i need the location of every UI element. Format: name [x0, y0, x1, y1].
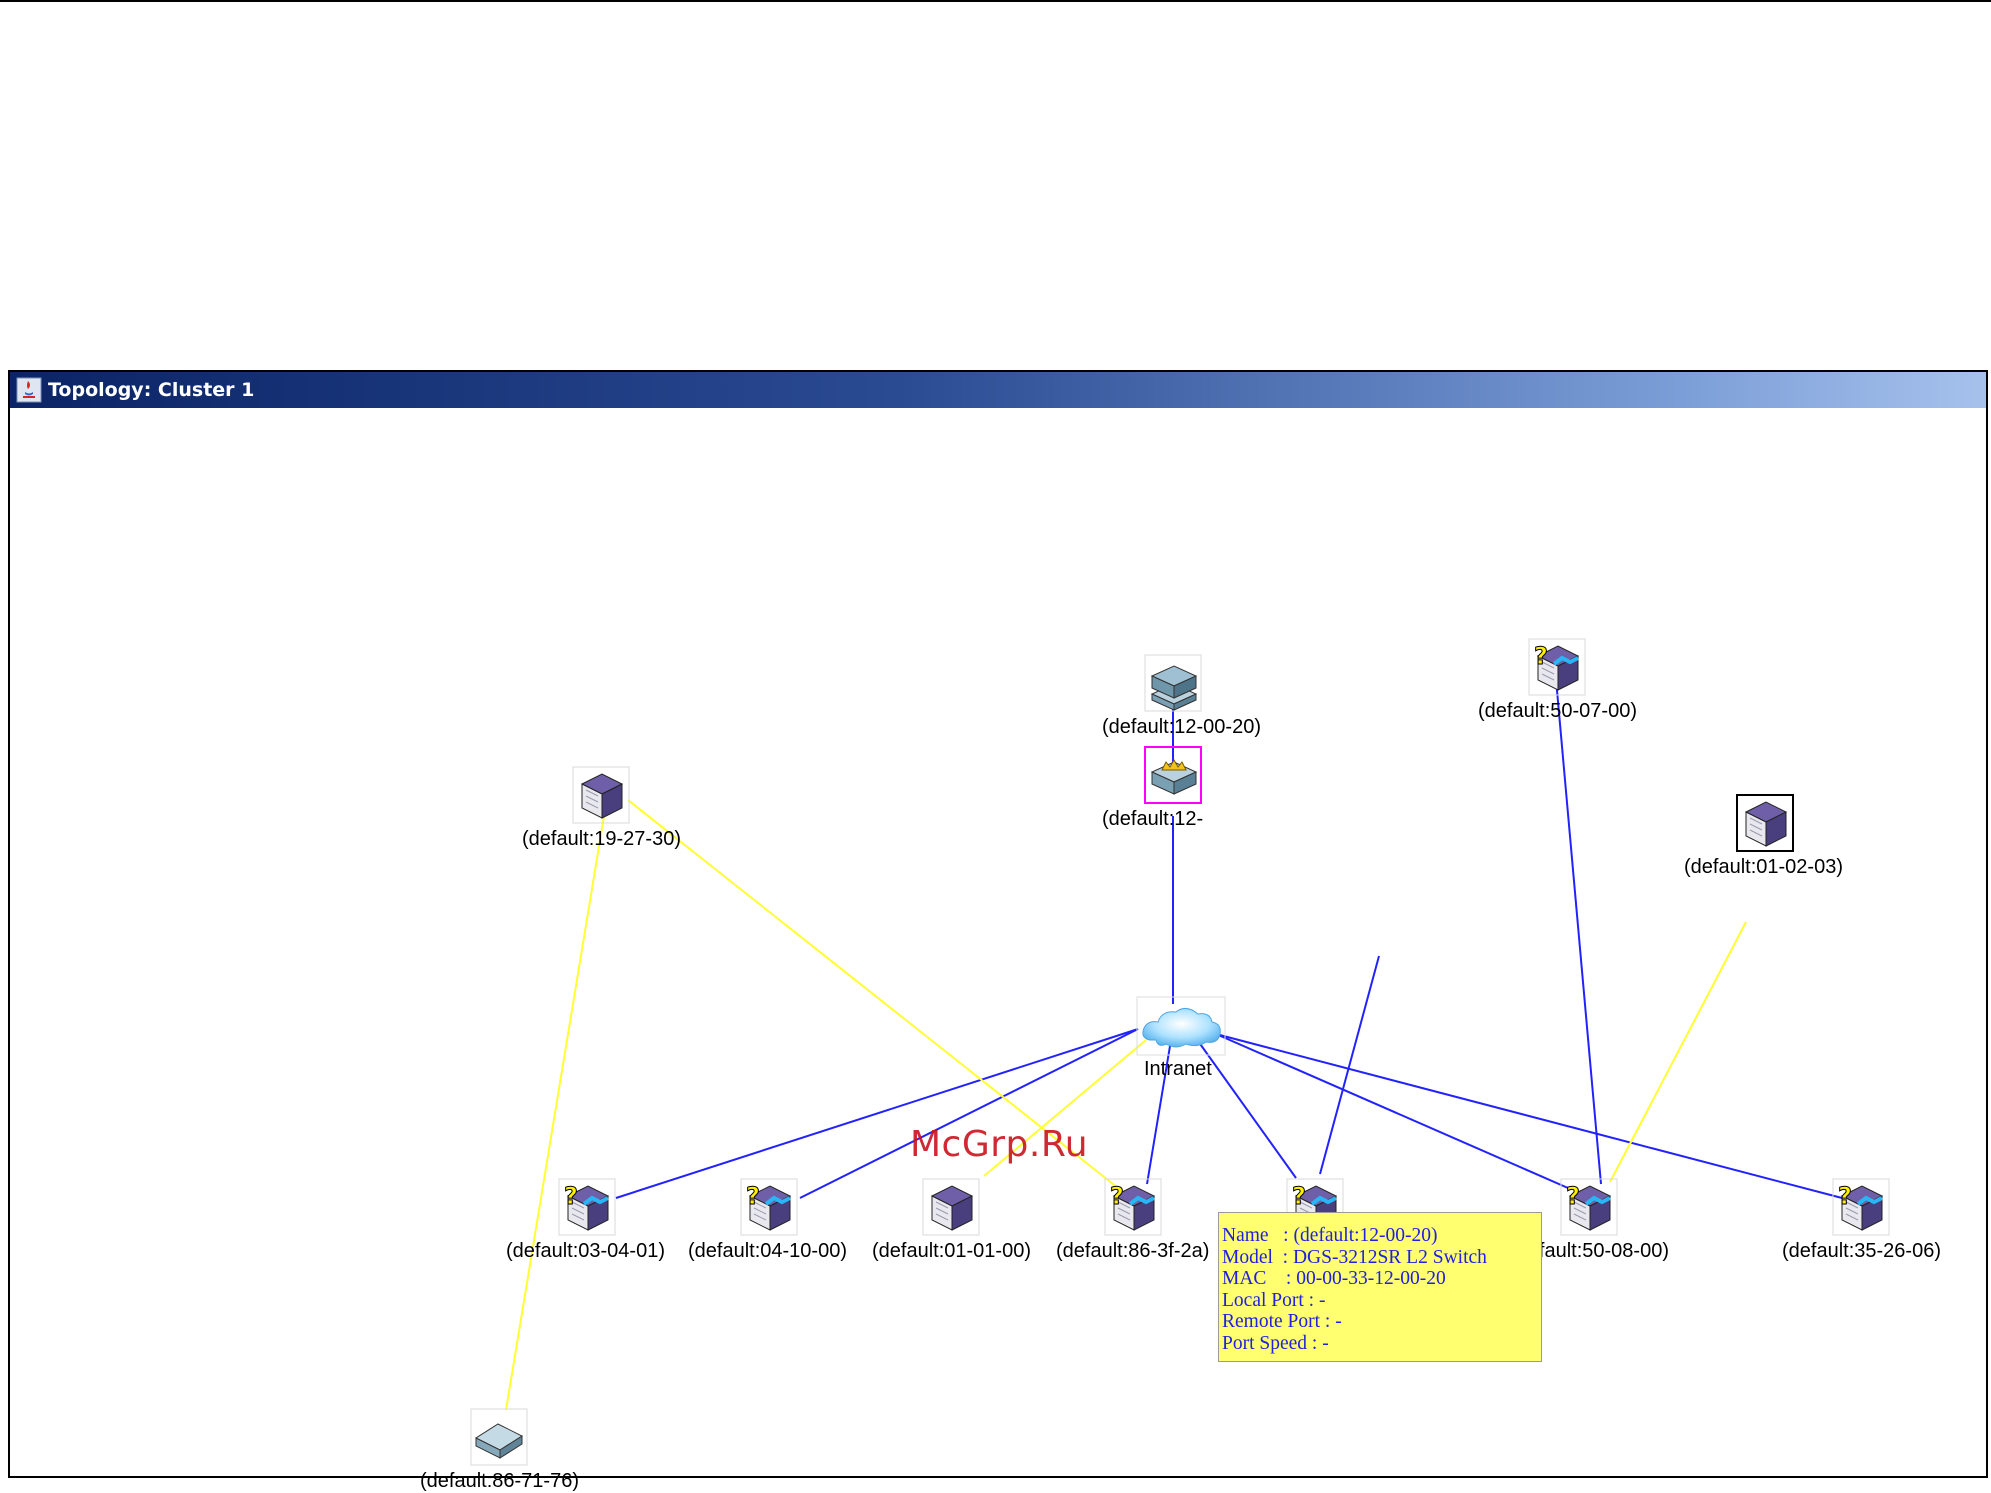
device-node[interactable]: ?: [558, 1178, 616, 1236]
svg-text:?: ?: [1292, 1182, 1306, 1210]
svg-text:?: ?: [1838, 1182, 1852, 1210]
svg-text:?: ?: [564, 1182, 578, 1210]
device-label: (default:86-3f-2a): [1056, 1240, 1210, 1262]
topology-window: Topology: Cluster 1: [8, 370, 1988, 1492]
commander-switch-icon: [1144, 746, 1202, 804]
device-label: (default:50-08-00): [1510, 1240, 1669, 1262]
device-node[interactable]: [470, 1408, 528, 1466]
link-intranet-33-13-00: [1192, 1033, 1297, 1179]
tooltip-model: Model : DGS-3212SR L2 Switch: [1222, 1246, 1487, 1268]
switch-icon: [572, 766, 630, 824]
device-label: (default:12-: [1102, 808, 1204, 830]
link-intranet-35-26-06: [1215, 1033, 1843, 1199]
svg-text:?: ?: [1566, 1182, 1580, 1210]
device-node[interactable]: [922, 1178, 980, 1236]
watermark-text: McGrp.Ru: [910, 1124, 1089, 1165]
unknown-switch-icon: ?: [558, 1178, 616, 1236]
device-label: (default:01-01-00): [872, 1240, 1031, 1262]
device-label: (default:35-26-06): [1782, 1240, 1941, 1262]
flat-switch-icon: [470, 1408, 528, 1466]
device-node[interactable]: ?: [1832, 1178, 1890, 1236]
svg-text:?: ?: [1110, 1182, 1124, 1210]
link-19-27-30-86-71-76: [505, 815, 605, 1411]
tooltip-mac: MAC : 00-00-33-12-00-20: [1222, 1268, 1446, 1289]
unknown-switch-icon: ?: [1560, 1178, 1618, 1236]
device-label: (default:04-10-00): [688, 1240, 847, 1262]
link-intranet-04-10-00: [799, 1028, 1139, 1199]
intranet-label: Intranet: [1144, 1058, 1212, 1080]
tooltip-remote-port: Remote Port : -: [1222, 1311, 1342, 1332]
unknown-switch-icon: ?: [740, 1178, 798, 1236]
link-intranet-50-08-00: [1215, 1033, 1569, 1189]
switch-icon: [1736, 794, 1794, 852]
link-intranet-03-04-01: [615, 1028, 1139, 1199]
direct-links: [615, 667, 1843, 1199]
top-rule: [0, 0, 1991, 2]
indirect-links: [505, 799, 1747, 1411]
tooltip-local-port: Local Port : -: [1222, 1289, 1326, 1311]
svg-text:?: ?: [1534, 642, 1548, 670]
device-node[interactable]: [1144, 746, 1202, 804]
link-50-07-00-50-08-00: [1554, 667, 1602, 1185]
link-intranet-86-3f-2a: [1146, 1045, 1171, 1185]
link-01-02-03-50-08-00: [1609, 921, 1747, 1183]
switch-icon: [922, 1178, 980, 1236]
device-node[interactable]: [1144, 654, 1202, 712]
title-bar[interactable]: Topology: Cluster 1: [10, 372, 1986, 408]
stacked-switch-icon: [1144, 654, 1202, 712]
unknown-switch-icon: ?: [1832, 1178, 1890, 1236]
device-node[interactable]: [1736, 794, 1794, 852]
device-label: (default:03-04-01): [506, 1240, 665, 1262]
svg-text:?: ?: [746, 1182, 760, 1210]
device-info-tooltip: Name : (default:12-00-20) Model : DGS-32…: [1218, 1212, 1542, 1362]
link-19-27-30-86-3f-2a: [627, 799, 1119, 1189]
java-icon: [16, 377, 42, 403]
device-node[interactable]: ?: [1560, 1178, 1618, 1236]
device-node[interactable]: ?: [1104, 1178, 1162, 1236]
device-node[interactable]: ?: [740, 1178, 798, 1236]
cloud-icon: [1136, 996, 1226, 1056]
window-title: Topology: Cluster 1: [48, 379, 255, 401]
link-tooltip-33-13-00: [1319, 955, 1380, 1175]
device-node[interactable]: [572, 766, 630, 824]
link-layer: [505, 667, 1843, 1411]
device-label: (default:50-07-00): [1478, 700, 1637, 722]
unknown-switch-icon: ?: [1528, 638, 1586, 696]
device-label: (default:01-02-03): [1684, 856, 1843, 878]
device-label: (default:12-00-20): [1102, 716, 1261, 738]
topology-canvas[interactable]: (default:12-00-20) (default:12-? (default:…: [10, 408, 1986, 1492]
intranet-node[interactable]: [1136, 996, 1226, 1056]
device-node[interactable]: ?: [1528, 638, 1586, 696]
tooltip-port-speed: Port Speed : -: [1222, 1332, 1329, 1354]
device-label: (default:19-27-30): [522, 828, 681, 850]
link-intranet-01-01-00: [983, 1039, 1147, 1177]
device-label: (default:86-71-76): [420, 1470, 579, 1492]
unknown-switch-icon: ?: [1104, 1178, 1162, 1236]
tooltip-name: Name : (default:12-00-20): [1222, 1225, 1438, 1246]
